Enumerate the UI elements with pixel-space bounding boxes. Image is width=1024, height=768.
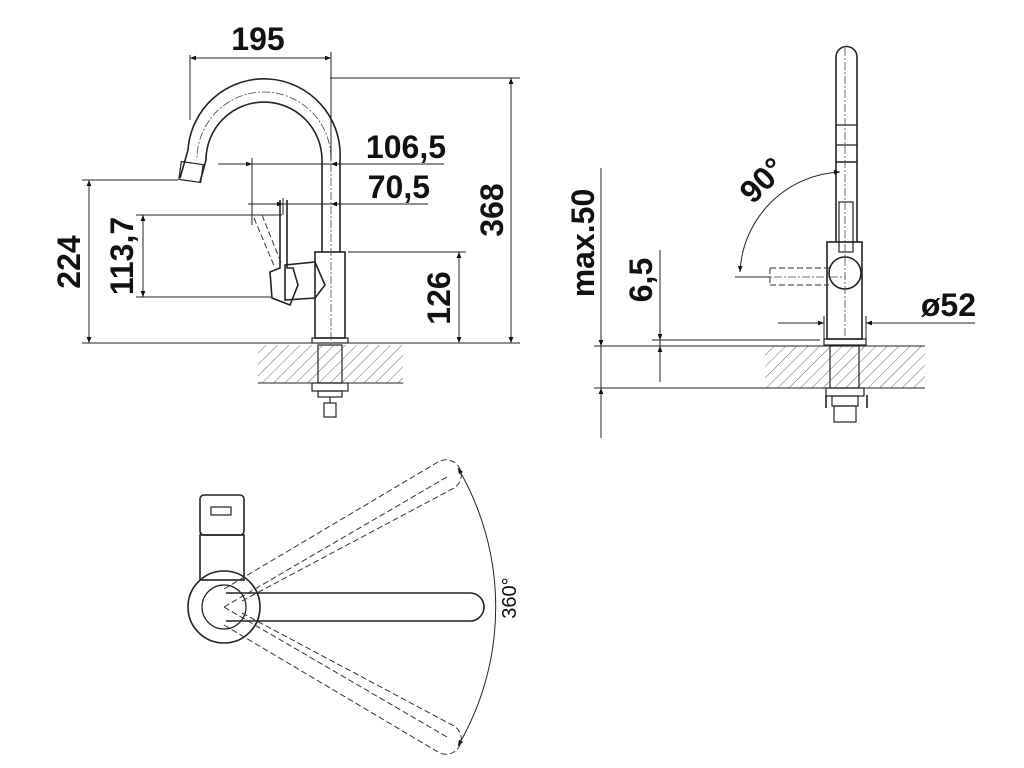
dimension-lever-reach: 106,5	[218, 129, 446, 225]
dimension-lever-offset: 70,5	[248, 169, 430, 215]
dim-label-70-5: 70,5	[368, 169, 430, 205]
dimension-diameter: ø52	[778, 287, 976, 340]
dim-label-106-5: 106,5	[366, 129, 446, 165]
dimension-swivel: 360°	[457, 467, 521, 747]
dim-label-max-50: max.50	[565, 189, 601, 298]
worktop-section	[258, 344, 403, 384]
dim-label-224: 224	[51, 235, 87, 289]
dim-label-6-5: 6,5	[623, 258, 659, 302]
dim-label-113-7: 113,7	[104, 217, 140, 295]
dimension-total-height: 368	[330, 77, 520, 343]
mounting-hardware	[311, 382, 349, 418]
dimension-body-height: 126	[348, 251, 466, 343]
dim-label-368: 368	[474, 183, 510, 236]
dim-label-126: 126	[421, 271, 457, 324]
spout-top	[226, 592, 485, 622]
dimension-reach: 195	[189, 21, 332, 160]
top-view: 360°	[187, 459, 521, 755]
front-view: 90° max.50 6,5 ø52	[565, 45, 976, 438]
dimension-lever-angle: 90°	[732, 150, 841, 278]
dim-label-360-deg: 360°	[499, 577, 521, 618]
dim-label-diameter-52: ø52	[921, 287, 976, 323]
worktop-section-front	[765, 345, 925, 389]
dimension-spout-height: 224	[51, 179, 178, 343]
dim-label-90-deg: 90°	[732, 150, 792, 210]
faucet-body	[178, 78, 349, 344]
dim-label-195: 195	[231, 21, 284, 57]
dimension-worktop-thickness: max.50	[565, 168, 604, 438]
dimension-flange-height: 6,5	[623, 250, 663, 382]
side-view: 195 368 106,5 70,5 224	[51, 21, 520, 418]
dimension-lever-travel: 113,7	[104, 214, 282, 298]
